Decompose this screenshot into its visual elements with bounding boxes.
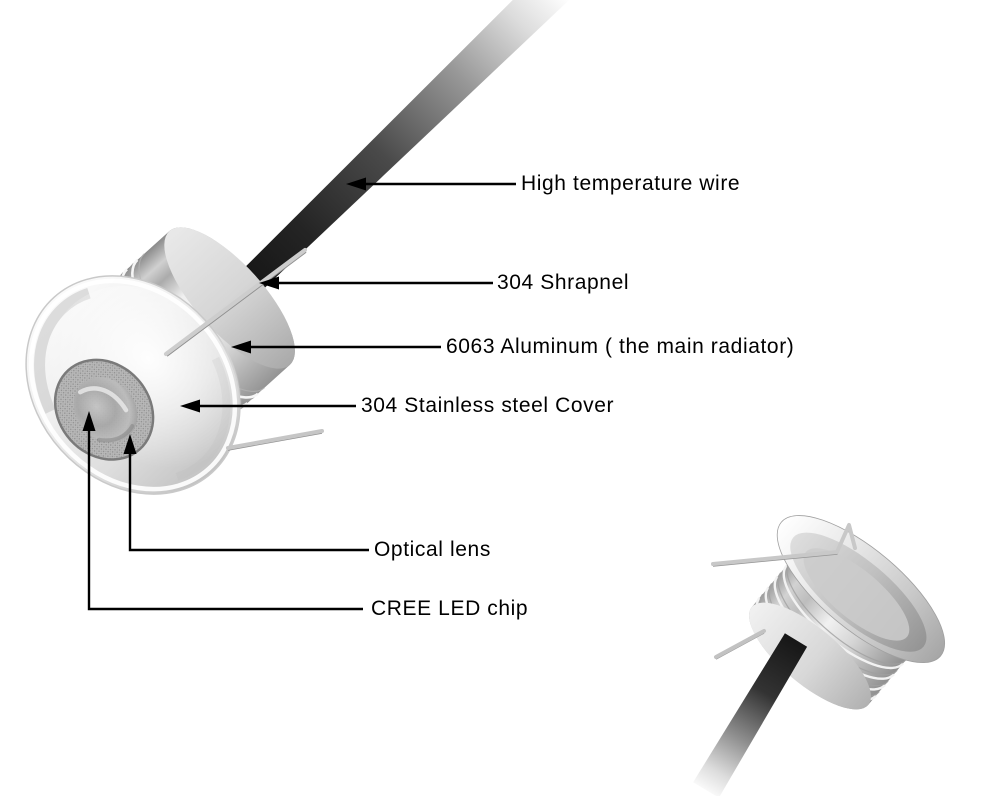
rear-power-cable [693,633,808,796]
spring-clip-upper [163,247,308,357]
radiator-back-cap [164,227,295,369]
rear-flange-hub [803,548,910,641]
label-optical-lens: Optical lens [374,538,491,561]
leader-optical-lens [123,434,369,552]
leader-stainless-steel-cover [180,399,356,413]
lens-inner-shadow [96,424,135,443]
spring-clip-lower [226,429,324,451]
lens-highlight [77,386,129,413]
label-shrapnel: 304 Shrapnel [497,271,630,294]
cover-upper-shading [34,287,91,414]
optical-lens-assembly [53,358,155,461]
arrowhead-left-icon [180,399,200,413]
label-cree-led-chip: CREE LED chip [371,597,529,620]
rear-back-cap [749,602,871,710]
leader-shrapnel [259,276,493,290]
power-cable [230,0,570,302]
label-stainless-steel-cover: 304 Stainless steel Cover [361,394,615,417]
main-product-view [25,0,570,495]
leader-lines [82,177,516,611]
rear-spring-clip-lower [714,629,766,660]
arrowhead-up-icon [82,411,96,431]
label-aluminum-radiator: 6063 Aluminum ( the main radiator) [446,335,795,358]
arrowhead-left-icon [346,177,366,191]
leader-aluminum-radiator [231,340,441,354]
leader-cree-led-chip [82,411,363,611]
leader-high-temperature-wire [346,177,516,191]
arrowhead-up-icon [123,434,137,454]
rear-product-view [693,515,946,796]
arrowhead-left-icon [259,276,279,290]
rear-spring-clip-upper [711,523,857,567]
arrowhead-left-icon [231,340,251,354]
label-high-temperature-wire: High temperature wire [521,172,741,195]
